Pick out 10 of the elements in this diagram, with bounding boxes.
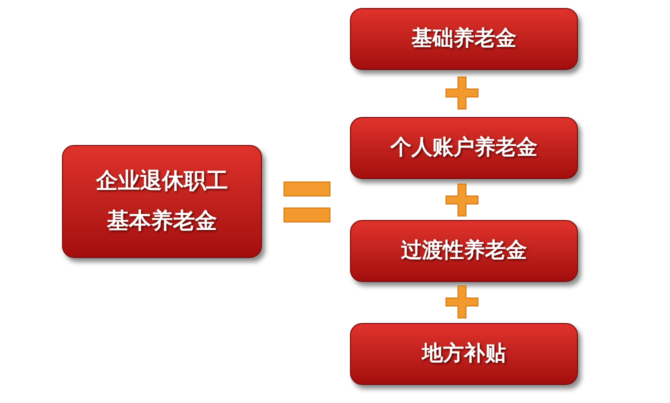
box-label: 过渡性养老金 [401, 237, 527, 264]
box-label: 个人账户养老金 [390, 134, 538, 162]
rounded-box [350, 323, 578, 385]
rounded-box [62, 145, 262, 258]
rounded-box [350, 220, 578, 282]
rounded-box [350, 117, 578, 179]
rounded-box [350, 8, 578, 70]
box-label: 企业退休职工基本养老金 [94, 168, 229, 236]
box-label: 基础养老金 [412, 25, 516, 52]
box-label: 地方补贴 [422, 340, 506, 368]
